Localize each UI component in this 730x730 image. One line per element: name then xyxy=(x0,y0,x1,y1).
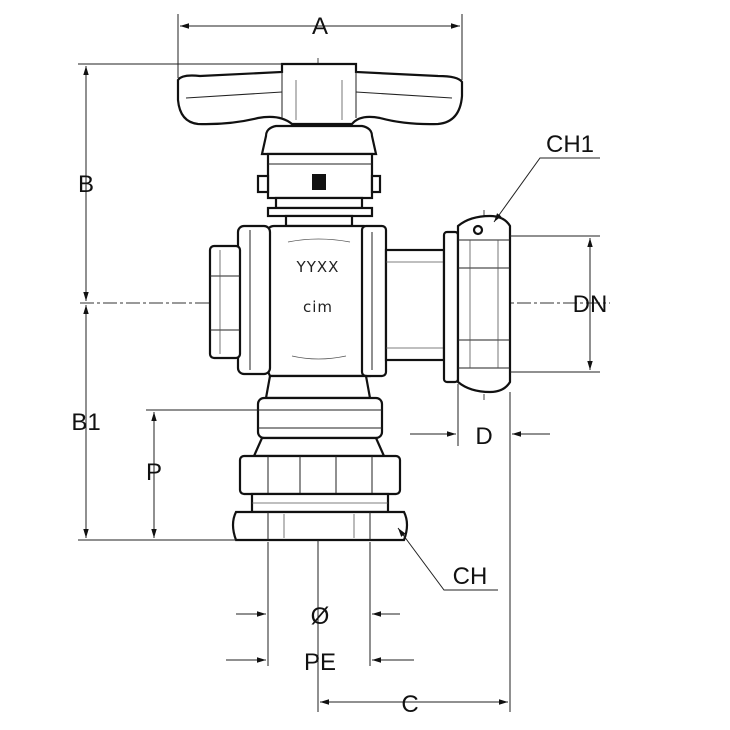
dim-label-a: A xyxy=(312,13,328,40)
valve-body xyxy=(208,224,388,400)
butterfly-handle xyxy=(176,62,464,200)
extension-lines xyxy=(78,14,600,712)
dim-label-pe: PE xyxy=(304,649,336,676)
stem-gland xyxy=(266,196,374,228)
dim-label-ch: CH xyxy=(453,563,488,590)
dim-label-diameter: Ø xyxy=(311,603,330,630)
date-code-marking: YYXX xyxy=(296,258,340,276)
leader-lines xyxy=(397,157,600,591)
dim-label-d: D xyxy=(475,423,492,450)
dim-label-b: B xyxy=(78,171,94,198)
union-nut-ch1 xyxy=(456,214,512,394)
dim-label-dn: DN xyxy=(573,291,608,318)
brand-marking: cim xyxy=(303,298,333,316)
dim-label-b1: B1 xyxy=(71,409,100,436)
dim-label-p: P xyxy=(146,459,162,486)
compression-fitting xyxy=(231,396,409,542)
dim-label-ch1: CH1 xyxy=(546,131,594,158)
side-outlet xyxy=(384,230,460,384)
dim-label-c: C xyxy=(401,691,418,718)
dimension-lines xyxy=(83,23,593,705)
